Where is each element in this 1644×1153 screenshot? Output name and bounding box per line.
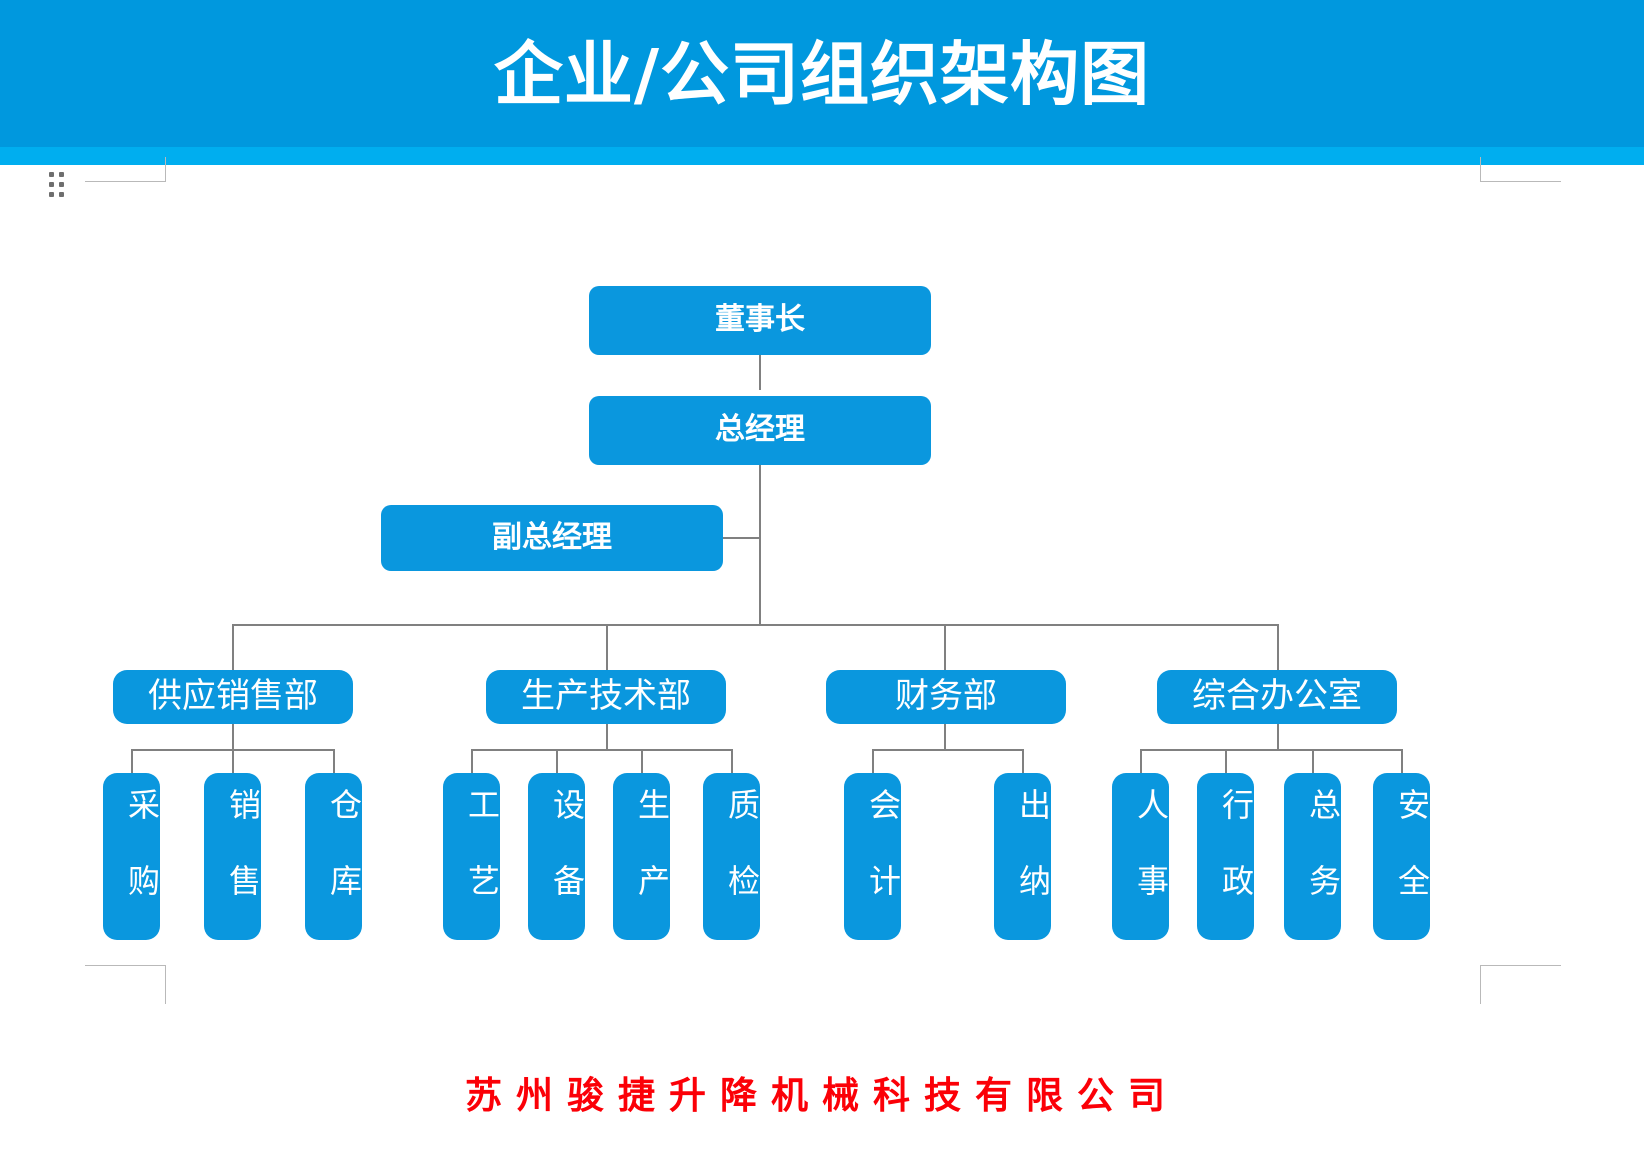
corner-mark-bottom-right <box>1480 965 1561 1004</box>
node-equipment-label: 设备 <box>548 787 586 940</box>
grip-dot <box>59 192 64 197</box>
connector-to-safety <box>1401 749 1403 773</box>
page-title: 企业/公司组织架构图 <box>493 35 1151 115</box>
connector-to-cashier <box>1022 749 1024 773</box>
node-cashier[interactable]: 出纳 <box>994 773 1052 940</box>
node-safety[interactable]: 安全 <box>1373 773 1431 940</box>
connector-office-drop <box>1277 724 1279 750</box>
connector-office-bus <box>1140 749 1402 751</box>
connector-bus-to-production <box>606 624 608 670</box>
node-process-label: 工艺 <box>463 787 501 940</box>
node-production-technology[interactable]: 生产技术部 <box>486 670 726 724</box>
node-production-unit[interactable]: 生产 <box>613 773 671 940</box>
node-safety-label: 安全 <box>1393 787 1431 940</box>
org-chart: 董事长 总经理 副总经理 供应销售部 生产技术部 财务部 综合办公室 采购 销售… <box>0 165 1644 1035</box>
node-warehouse[interactable]: 仓库 <box>305 773 363 940</box>
connector-finance-drop <box>944 724 946 750</box>
node-deputy-general-manager-label: 副总经理 <box>492 519 612 555</box>
node-general-office-label: 综合办公室 <box>1192 676 1362 717</box>
node-production-technology-label: 生产技术部 <box>521 676 691 717</box>
node-general-office[interactable]: 综合办公室 <box>1157 670 1397 724</box>
connector-to-sales <box>232 749 234 773</box>
connector-to-production-unit <box>641 749 643 773</box>
node-supply-sales[interactable]: 供应销售部 <box>113 670 353 724</box>
node-chairman-label: 董事长 <box>715 302 805 338</box>
grip-dot <box>59 182 64 187</box>
connector-to-warehouse <box>333 749 335 773</box>
corner-mark-bottom-left <box>85 965 166 1004</box>
node-sales-label: 销售 <box>224 787 262 940</box>
grip-dot <box>59 172 64 177</box>
grip-dot <box>49 192 54 197</box>
node-general-affairs[interactable]: 总务 <box>1284 773 1342 940</box>
connector-bus-to-office <box>1277 624 1279 670</box>
node-finance-label: 财务部 <box>895 676 997 717</box>
banner-accent-strip <box>0 147 1644 165</box>
connector-to-administration <box>1225 749 1227 773</box>
connector-to-process <box>471 749 473 773</box>
grip-dot <box>49 172 54 177</box>
connector-production-drop <box>606 724 608 750</box>
node-sales[interactable]: 销售 <box>204 773 262 940</box>
node-finance[interactable]: 财务部 <box>826 670 1066 724</box>
node-accounting[interactable]: 会计 <box>844 773 902 940</box>
corner-mark-top-right <box>1480 157 1561 182</box>
connector-production-bus <box>471 749 732 751</box>
node-equipment[interactable]: 设备 <box>528 773 586 940</box>
connector-to-hr <box>1140 749 1142 773</box>
corner-mark-top-left <box>85 157 166 182</box>
connector-deputy-to-trunk <box>723 537 761 539</box>
node-general-affairs-label: 总务 <box>1304 787 1342 940</box>
connector-chairman-to-gm <box>759 355 761 390</box>
node-general-manager[interactable]: 总经理 <box>589 396 931 465</box>
connector-to-general-affairs <box>1312 749 1314 773</box>
company-name-footer: 苏州骏捷升降机械科技有限公司 <box>465 1074 1179 1117</box>
node-procurement-label: 采购 <box>123 787 161 940</box>
connector-supply-sales-drop <box>232 724 234 750</box>
node-chairman[interactable]: 董事长 <box>589 286 931 355</box>
connector-to-procurement <box>131 749 133 773</box>
node-production-unit-label: 生产 <box>633 787 671 940</box>
connector-to-equipment <box>556 749 558 773</box>
node-process[interactable]: 工艺 <box>443 773 501 940</box>
connector-to-quality <box>731 749 733 773</box>
connector-finance-bus <box>872 749 1023 751</box>
connector-gm-trunk <box>759 465 761 625</box>
node-human-resources[interactable]: 人事 <box>1112 773 1170 940</box>
node-deputy-general-manager[interactable]: 副总经理 <box>381 505 723 571</box>
node-administration[interactable]: 行政 <box>1197 773 1255 940</box>
node-quality-inspection[interactable]: 质检 <box>703 773 761 940</box>
connector-bus-to-finance <box>944 624 946 670</box>
node-general-manager-label: 总经理 <box>715 412 805 448</box>
title-banner <box>0 0 1644 147</box>
drag-grip-icon[interactable] <box>49 172 65 198</box>
node-quality-inspection-label: 质检 <box>723 787 761 940</box>
connector-to-accounting <box>872 749 874 773</box>
node-administration-label: 行政 <box>1217 787 1255 940</box>
node-human-resources-label: 人事 <box>1132 787 1170 940</box>
node-cashier-label: 出纳 <box>1014 787 1052 940</box>
node-supply-sales-label: 供应销售部 <box>148 676 318 717</box>
connector-department-bus <box>232 624 1278 626</box>
node-accounting-label: 会计 <box>864 787 902 940</box>
node-warehouse-label: 仓库 <box>325 787 363 940</box>
node-procurement[interactable]: 采购 <box>103 773 161 940</box>
connector-bus-to-supply-sales <box>232 624 234 670</box>
grip-dot <box>49 182 54 187</box>
